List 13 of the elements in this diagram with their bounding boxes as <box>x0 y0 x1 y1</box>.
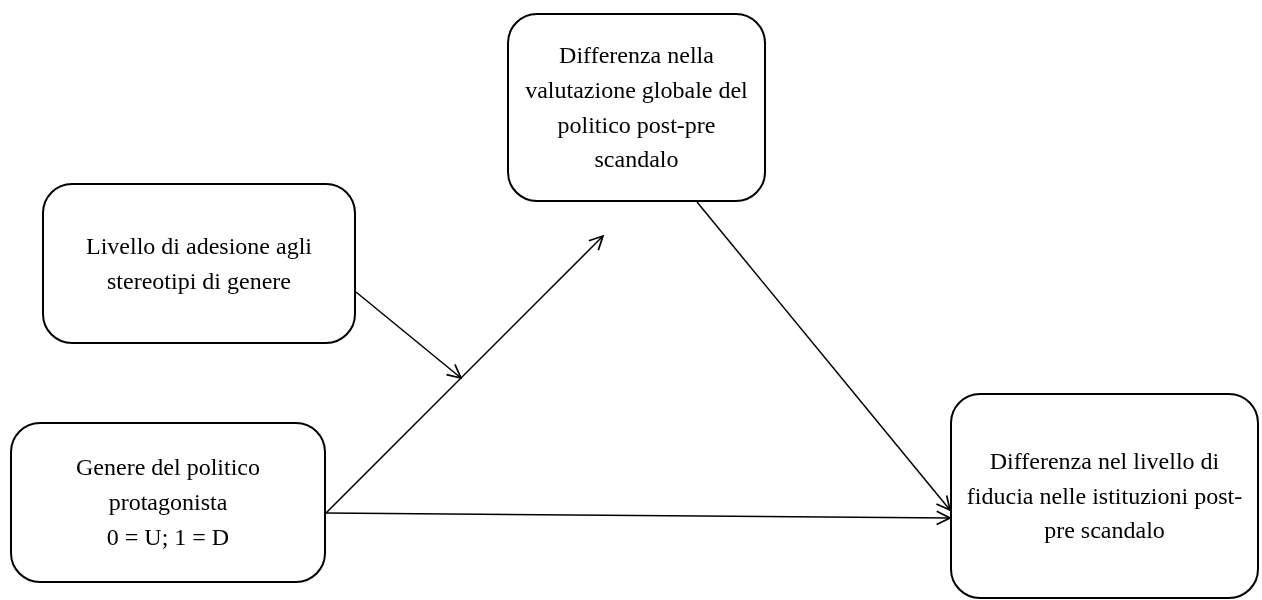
arrow <box>355 291 462 379</box>
process-box <box>42 183 356 344</box>
box-text: Livello di adesione agli stereotipi di genere <box>85 231 313 296</box>
process-box <box>507 13 766 202</box>
arrow <box>696 201 951 511</box>
process-box <box>950 393 1259 599</box>
box-text: Differenza nella valutazione globale del politico post-pre scandalo <box>524 40 749 175</box>
box-text: Genere del politico protagonista <box>75 453 261 518</box>
box-text: 0 = U; 1 = D <box>106 522 230 552</box>
box-text: Differenza nel livello di fiducia nelle istituzioni post-pre scandalo <box>966 446 1243 546</box>
process-box <box>10 422 326 583</box>
arrow <box>325 235 604 514</box>
arrow <box>325 510 951 526</box>
